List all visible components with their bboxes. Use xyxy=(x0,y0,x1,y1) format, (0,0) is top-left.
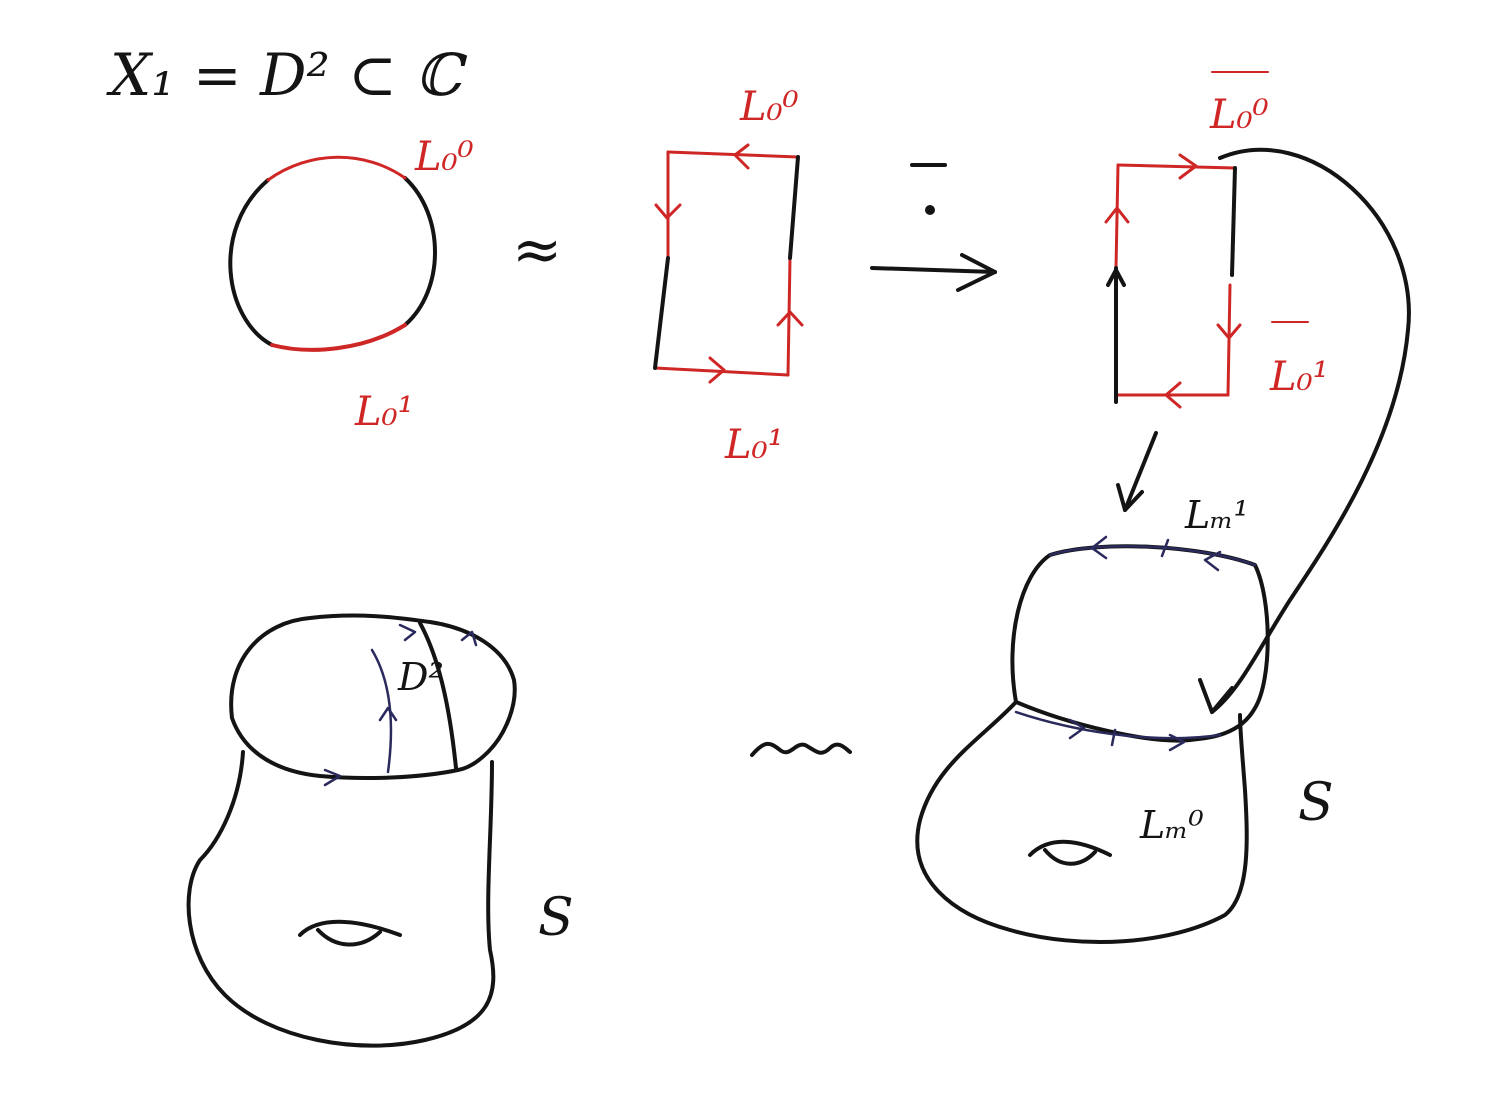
circle-top-label: L₀⁰ xyxy=(414,134,474,180)
homeomorphic-symbol: ≈ xyxy=(512,215,562,285)
right-surface-top-label: Lₘ¹ xyxy=(1184,493,1249,537)
circle-bottom-label: L₀¹ xyxy=(354,389,414,435)
rect1-bottom-label: L₀¹ xyxy=(724,422,784,468)
arrow-top-left xyxy=(733,143,750,170)
down-arrow xyxy=(1116,431,1158,512)
left-surface-name: S xyxy=(538,888,574,948)
arrow2-left-black-up xyxy=(1106,268,1126,287)
circle-bottom-arc xyxy=(270,323,407,352)
homotopy-squiggle xyxy=(750,741,852,757)
rectangle-2 xyxy=(1104,153,1242,409)
arrow-left-down xyxy=(654,203,682,220)
title-formula: X₁ = D² ⊂ ℂ xyxy=(106,41,467,109)
right-surface-hole xyxy=(1028,839,1112,866)
quotient-map-arrow xyxy=(870,163,997,292)
left-surface xyxy=(186,613,517,1048)
arrow2-bottom-left xyxy=(1164,381,1182,409)
rect1-top-label: L₀⁰ xyxy=(739,84,799,130)
right-surface xyxy=(915,535,1270,944)
right-surface-name: S xyxy=(1298,773,1334,833)
arrow2-left-up xyxy=(1104,206,1130,224)
arrow2-right-down xyxy=(1216,323,1242,340)
circle-top-arc xyxy=(266,155,407,182)
left-surface-hole xyxy=(298,919,402,947)
rectangle-1 xyxy=(653,143,804,384)
right-surface-bottom-label: Lₘ⁰ xyxy=(1139,803,1204,847)
arrow-right-up xyxy=(776,310,804,327)
arrow2-top-right xyxy=(1178,153,1198,180)
gluing-curve-arrow xyxy=(1198,147,1411,714)
left-disk-label: D² xyxy=(397,655,444,699)
rect2-top-label: L₀⁰ xyxy=(1209,92,1269,138)
rect2-right-label: L₀¹ xyxy=(1269,354,1329,400)
arrow-bottom-right xyxy=(708,356,726,384)
disk-circle xyxy=(228,155,437,352)
